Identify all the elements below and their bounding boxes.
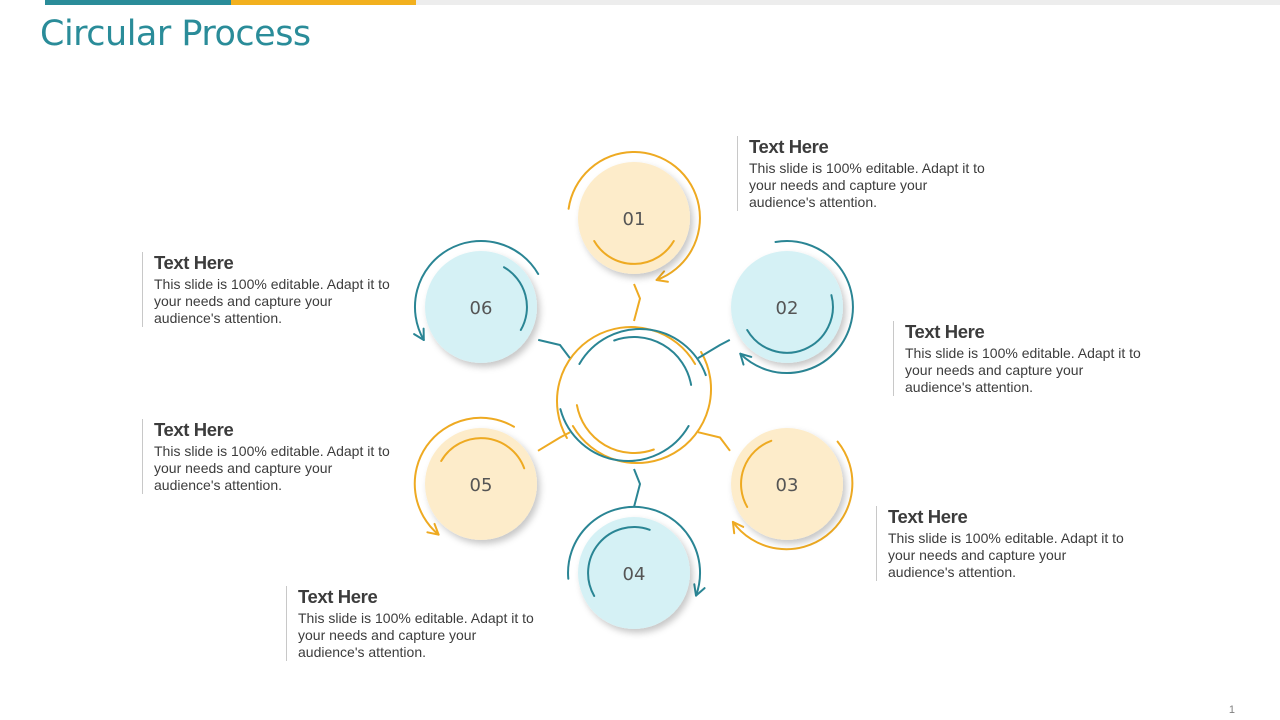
ring-arc-3 [731, 440, 854, 551]
callout-step-04: Text Here This slide is 100% editable. A… [286, 586, 538, 661]
callout-body: This slide is 100% editable. Adapt it to… [154, 443, 390, 493]
callout-body: This slide is 100% editable. Adapt it to… [905, 345, 1141, 395]
outer-rings [413, 151, 854, 597]
callout-heading: Text Here [749, 136, 829, 157]
connector-6 [537, 338, 571, 359]
center-swirl-arc-5 [613, 336, 693, 386]
callout-step-03: Text Here This slide is 100% editable. A… [876, 506, 1128, 581]
callout-heading: Text Here [298, 586, 378, 607]
callout-step-06: Text Here This slide is 100% editable. A… [142, 252, 394, 327]
page-number: 1 [1228, 704, 1235, 716]
callout-heading: Text Here [888, 506, 968, 527]
step-label-3: 03 [776, 475, 799, 496]
inner-arc-1 [593, 240, 675, 265]
step-label-4: 04 [623, 564, 646, 585]
step-node-2 [731, 251, 843, 363]
callout-body: This slide is 100% editable. Adapt it to… [888, 530, 1124, 580]
ring-arc-2 [739, 240, 854, 374]
callout-heading: Text Here [154, 252, 234, 273]
step-nodes: 01 02 03 04 05 06 [425, 162, 843, 629]
callout-body: This slide is 100% editable. Adapt it to… [154, 276, 390, 326]
connector-4 [633, 468, 641, 508]
ring-arrow-5 [426, 522, 440, 536]
ring-arc-1 [567, 151, 701, 281]
step-node-3 [731, 428, 843, 540]
step-node-6 [425, 251, 537, 363]
accent-bar-gray [416, 0, 1280, 5]
step-node-1 [578, 162, 690, 274]
center-swirl-arc-1 [556, 325, 697, 439]
center-swirl [556, 325, 712, 465]
callout-body: This slide is 100% editable. Adapt it to… [298, 610, 534, 660]
ring-arrow-3 [731, 520, 745, 535]
ring-arc-4 [567, 505, 701, 597]
ring-arrow-1 [655, 270, 669, 283]
ring-arc-5 [413, 416, 515, 536]
step-label-5: 05 [470, 475, 493, 496]
center-swirl-arc-3 [578, 328, 707, 377]
callout-step-01: Text Here This slide is 100% editable. A… [737, 136, 989, 211]
callout-body: This slide is 100% editable. Adapt it to… [749, 160, 985, 210]
step-label-1: 01 [623, 209, 646, 230]
inner-arc-4 [587, 526, 651, 597]
step-node-5 [425, 428, 537, 540]
ring-arc-6 [413, 240, 540, 341]
inner-arc-2 [746, 294, 834, 354]
callout-heading: Text Here [154, 419, 234, 440]
connectors [537, 283, 731, 508]
connector-1 [633, 283, 641, 322]
inner-arc-5 [440, 437, 526, 470]
connector-3 [697, 431, 731, 452]
callout-heading: Text Here [905, 321, 985, 342]
ring-arrow-4 [693, 583, 706, 597]
center-swirl-arc-6 [575, 404, 655, 454]
center-swirl-arc-2 [571, 351, 712, 465]
slide-title: Circular Process [40, 14, 311, 54]
ring-arrow-6 [413, 327, 425, 341]
step-label-2: 02 [776, 298, 799, 319]
connector-2 [697, 339, 731, 359]
inner-arc-6 [503, 266, 528, 331]
accent-bar-gold [231, 0, 416, 5]
connector-5 [537, 431, 571, 452]
callout-step-02: Text Here This slide is 100% editable. A… [893, 321, 1145, 396]
accent-bar-teal [45, 0, 231, 5]
callout-step-05: Text Here This slide is 100% editable. A… [142, 419, 394, 494]
ring-arrow-2 [739, 352, 753, 366]
step-node-4 [578, 517, 690, 629]
step-label-6: 06 [470, 298, 493, 319]
inner-arc-3 [740, 439, 773, 508]
center-swirl-arc-4 [559, 408, 690, 462]
